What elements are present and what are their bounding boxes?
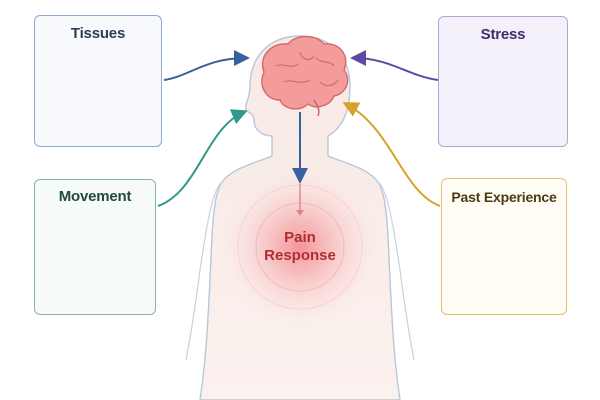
movement-arrow (157, 109, 248, 207)
movement-title: Movement (58, 188, 132, 205)
pain-response-label: Pain Response (230, 229, 370, 265)
movement-box: Movement (34, 179, 156, 315)
brain-icon (261, 35, 349, 117)
pain-label-line1: Pain (284, 229, 316, 246)
pain-label-line2: Response (264, 247, 336, 264)
past-experience-box: Past Experience (441, 178, 567, 315)
stress-box: Stress (438, 16, 568, 147)
tissues-box: Tissues (34, 15, 162, 147)
tissues-title: Tissues (70, 25, 126, 42)
past-experience-arrow (342, 102, 441, 207)
pain-glow (218, 165, 382, 329)
stress-arrow (350, 50, 439, 81)
past-experience-title: Past Experience (451, 189, 557, 205)
tissues-arrow (163, 50, 250, 81)
stress-title: Stress (480, 26, 526, 43)
